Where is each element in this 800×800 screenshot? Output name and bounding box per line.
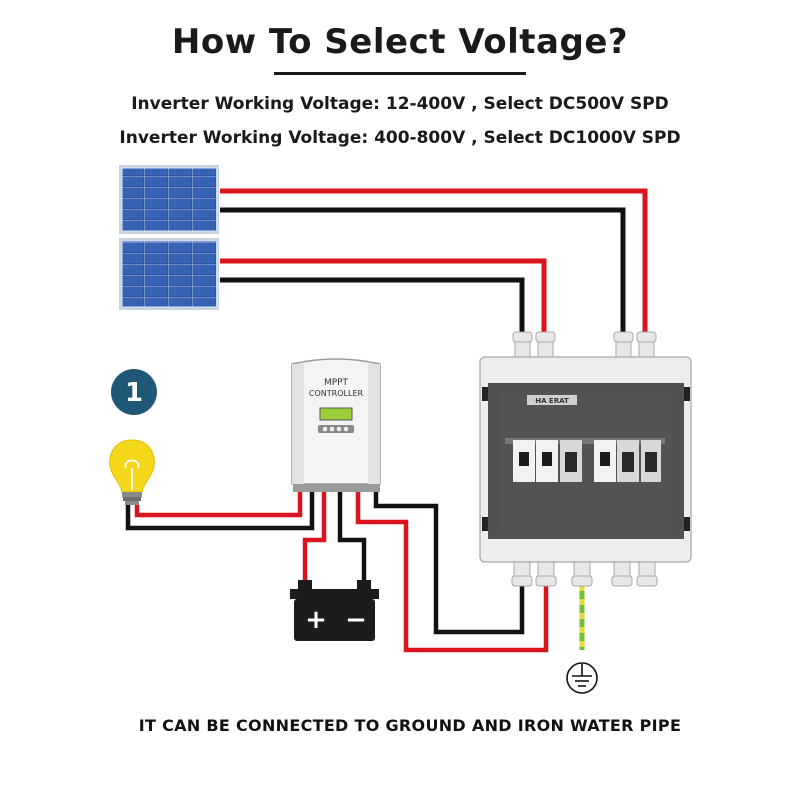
battery-black-wire (337, 490, 367, 585)
step-badge: 1 (111, 369, 157, 415)
box-black-wire (373, 490, 525, 635)
title-underline (274, 72, 526, 75)
panel2-positive-wire (220, 258, 547, 335)
panel2-negative-wire (220, 277, 525, 335)
mppt-controller-icon: MPPT CONTROLLER (291, 358, 381, 492)
breakers (513, 440, 661, 482)
step-number: 1 (125, 378, 143, 408)
voltage-rule-1000v: Inverter Working Voltage: 400-800V , Sel… (119, 128, 681, 148)
bulb-red-wire (134, 490, 303, 518)
panel-wires (220, 188, 648, 335)
box-red-wire (355, 490, 549, 653)
panel1-negative-wire (220, 207, 626, 335)
battery-plus: + (305, 605, 327, 635)
solar-panel-icon (119, 238, 219, 310)
battery-red-wire (302, 490, 327, 585)
controller-label-2: CONTROLLER (309, 389, 364, 398)
bulb-black-wire (125, 490, 315, 531)
panel1-positive-wire (220, 188, 648, 335)
page-title: How To Select Voltage? (171, 22, 629, 62)
ground-note: IT CAN BE CONNECTED TO GROUND AND IRON W… (138, 716, 682, 735)
ground-icon (566, 662, 598, 694)
light-bulb-icon (109, 439, 155, 505)
battery-icon: + − (290, 580, 379, 641)
solar-panel-icon (119, 165, 219, 234)
controller-label-1: MPPT (324, 378, 349, 388)
voltage-rule-500v: Inverter Working Voltage: 12-400V , Sele… (131, 94, 669, 114)
battery-minus: − (345, 605, 367, 635)
controller-wires (125, 490, 549, 653)
box-label: HA ERAT (535, 397, 569, 405)
combiner-box-icon: HA ERAT (479, 331, 692, 587)
